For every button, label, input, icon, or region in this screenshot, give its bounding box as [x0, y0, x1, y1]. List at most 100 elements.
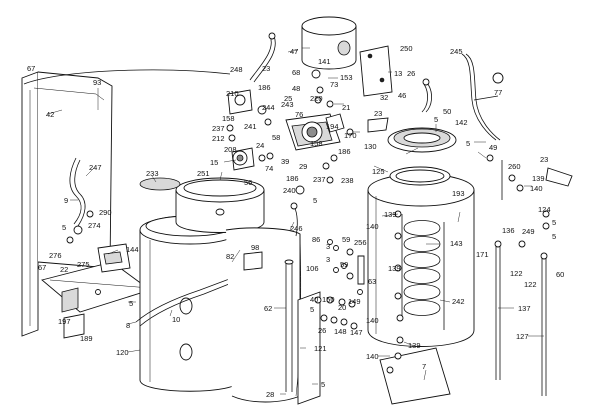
- callout-c186b: 186: [338, 147, 351, 156]
- callout-c140d: 140: [366, 352, 379, 361]
- callout-c139d: 139: [408, 341, 421, 350]
- outer-jacket: [225, 227, 302, 403]
- callout-c237b: 237: [313, 175, 326, 184]
- callout-c153: 153: [340, 73, 353, 82]
- callout-c86: 86: [312, 235, 320, 244]
- callout-c238: 238: [341, 176, 354, 185]
- callout-c5b: 5: [129, 299, 133, 308]
- callout-c193: 193: [452, 189, 465, 198]
- callout-labels: 67 93 42 247 9 290 274 5 276 275 144 67 …: [27, 44, 564, 399]
- callout-c122a: 122: [510, 269, 523, 278]
- callout-c275: 275: [77, 260, 90, 269]
- callout-c48: 48: [292, 84, 300, 93]
- callout-c124: 124: [538, 205, 551, 214]
- callout-c9: 9: [64, 196, 68, 205]
- callout-c5c: 5: [313, 196, 317, 205]
- callout-c158b: 158: [310, 139, 323, 148]
- callout-c67a: 67: [27, 64, 35, 73]
- callout-c274: 274: [88, 221, 101, 230]
- callout-c136: 136: [502, 226, 515, 235]
- callout-c122b: 122: [524, 280, 537, 289]
- callout-c210: 210: [226, 89, 239, 98]
- pipe-245: [461, 53, 504, 141]
- callout-c59a: 59: [342, 235, 350, 244]
- callout-c5d: 5: [321, 380, 325, 389]
- callout-c189: 189: [80, 334, 93, 343]
- callout-c77: 77: [494, 88, 502, 97]
- callout-c220: 220: [310, 94, 323, 103]
- callout-c237a: 237: [212, 124, 225, 133]
- callout-c68: 68: [292, 68, 300, 77]
- pipe-246: [290, 202, 298, 237]
- base-plate-7: [379, 347, 451, 405]
- insulation-disc: [139, 177, 181, 191]
- callout-c276: 276: [49, 251, 62, 260]
- callout-c147: 147: [350, 328, 363, 337]
- callout-c140a: 140: [530, 184, 543, 193]
- callout-c58: 58: [272, 133, 280, 142]
- callout-c23b: 23: [374, 109, 382, 118]
- callout-c208: 208: [224, 145, 237, 154]
- callout-c256: 256: [354, 238, 367, 247]
- callout-c170: 170: [344, 131, 357, 140]
- callout-c127: 127: [516, 332, 529, 341]
- callout-c23c: 23: [540, 155, 548, 164]
- callout-c3a: 3: [326, 242, 330, 251]
- callout-c24: 24: [256, 141, 264, 150]
- callout-c26: 26: [407, 69, 415, 78]
- callout-c150: 150: [322, 295, 335, 304]
- callout-c290: 290: [99, 208, 112, 217]
- callout-c21: 21: [342, 103, 350, 112]
- callout-c241: 241: [244, 122, 257, 131]
- callout-c148: 148: [334, 327, 347, 336]
- callout-c63: 63: [368, 277, 376, 286]
- callout-c171: 171: [476, 250, 489, 259]
- callout-c28: 28: [266, 390, 274, 399]
- callout-c39: 39: [281, 157, 289, 166]
- callout-c244: 244: [262, 103, 275, 112]
- callout-c25: 25: [284, 94, 292, 103]
- callout-c5f: 5: [466, 139, 470, 148]
- callout-c76: 76: [295, 110, 303, 119]
- callout-c106: 106: [306, 264, 319, 273]
- fitting-cluster-right: [386, 154, 550, 374]
- callout-c246: 246: [290, 224, 303, 233]
- fitting-cluster: [226, 69, 354, 195]
- callout-c247: 247: [89, 163, 102, 172]
- callout-c23a: 23: [262, 64, 270, 73]
- callout-c7: 7: [422, 362, 426, 371]
- callout-c212: 212: [212, 134, 225, 143]
- callout-c142: 142: [455, 118, 468, 127]
- callout-c242: 242: [452, 297, 465, 306]
- callout-c186c: 186: [286, 174, 299, 183]
- callout-c243: 243: [281, 100, 294, 109]
- callout-c139b: 139: [384, 210, 397, 219]
- tank-lid: [175, 177, 265, 233]
- pipe-46: [421, 78, 432, 113]
- expansion-vessel: [301, 16, 357, 70]
- callout-c47: 47: [290, 47, 298, 56]
- plate-121: [297, 291, 321, 405]
- pipe-23-top: [249, 32, 276, 83]
- callout-c250: 250: [400, 44, 413, 53]
- pump-unit: [285, 113, 345, 151]
- callout-c240: 240: [283, 186, 296, 195]
- callout-c140c: 140: [366, 316, 379, 325]
- callout-c260: 260: [508, 162, 521, 171]
- side-panel: [21, 69, 231, 337]
- callout-c3b: 3: [326, 255, 330, 264]
- callout-c98: 98: [251, 243, 259, 252]
- bracket-23-right: [367, 117, 573, 187]
- wiring-block: [97, 243, 131, 273]
- left-tank: [139, 215, 241, 392]
- callout-c32: 32: [380, 93, 388, 102]
- small-parts-column: [314, 239, 365, 330]
- callout-c130: 130: [364, 142, 377, 151]
- callout-c197: 197: [58, 317, 71, 326]
- callout-c186a: 186: [258, 83, 271, 92]
- callout-c139a: 139: [532, 174, 545, 183]
- callout-c29: 29: [299, 162, 307, 171]
- callout-c5a: 5: [62, 223, 66, 232]
- callout-c67b: 67: [38, 263, 46, 272]
